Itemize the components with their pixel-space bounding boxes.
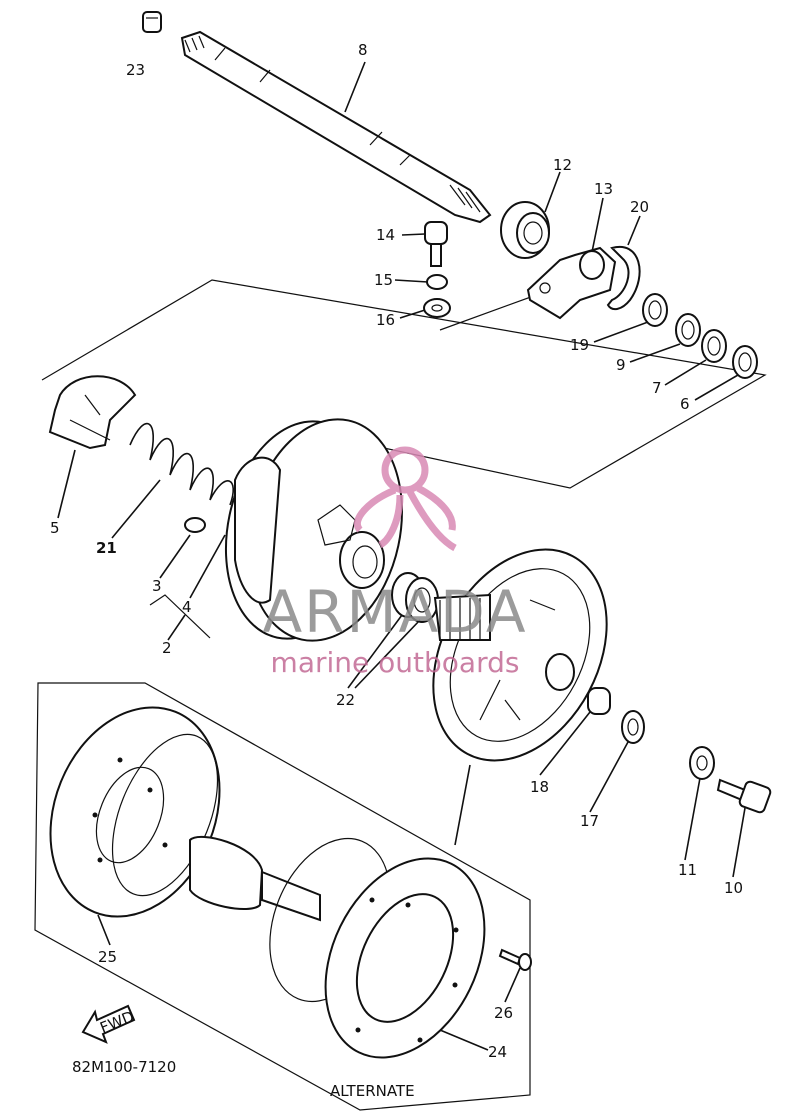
- lockwasher-part-15: [426, 274, 448, 290]
- circlip-part-20: [606, 245, 641, 311]
- washer-part-22: [391, 572, 439, 623]
- label-4: 4: [182, 598, 192, 616]
- label-14: 14: [376, 226, 395, 244]
- bolt-part-26: [498, 948, 532, 971]
- washer-part-9: [675, 313, 701, 347]
- label-10: 10: [724, 879, 743, 897]
- label-6: 6: [680, 395, 690, 413]
- spring-part-21: [129, 422, 235, 506]
- cap-part-23: [142, 11, 162, 33]
- watermark-tagline: marine outboards: [271, 646, 520, 679]
- drawing-code: 82M100-7120: [72, 1058, 176, 1076]
- sheave-part-2: [224, 418, 403, 642]
- label-22: 22: [336, 691, 355, 709]
- label-15: 15: [374, 271, 393, 289]
- label-21: 21: [96, 539, 117, 557]
- label-3: 3: [152, 577, 162, 595]
- label-8: 8: [358, 41, 368, 59]
- key-part-3: [184, 517, 206, 533]
- fwd-label: FWD: [97, 1007, 136, 1037]
- label-9: 9: [616, 356, 626, 374]
- label-5: 5: [50, 519, 60, 537]
- label-23: 23: [126, 61, 145, 79]
- washer-part-7: [701, 329, 727, 363]
- watermark-brand: ARMADA: [262, 578, 527, 646]
- bolt-part-14: [424, 221, 448, 267]
- alternate-group-outline: [34, 682, 531, 1111]
- label-2: 2: [162, 639, 172, 657]
- holder-part-13: [526, 246, 617, 320]
- label-13: 13: [594, 180, 613, 198]
- part-labels: 23 8 12 13 20 14 15 16 19 9 7 6 5 21 3 4…: [50, 41, 743, 1061]
- washer-part-6: [732, 345, 758, 379]
- alternate-hub: [189, 835, 391, 1003]
- label-26: 26: [494, 1004, 513, 1022]
- label-25: 25: [98, 948, 117, 966]
- washer-part-16: [423, 298, 451, 318]
- label-12: 12: [553, 156, 572, 174]
- label-18: 18: [530, 778, 549, 796]
- shaft-part-8: [180, 30, 492, 224]
- spacer-part-17: [587, 687, 645, 744]
- bolt-part-10: [716, 778, 772, 814]
- octopus-logo-icon: [354, 446, 457, 552]
- label-16: 16: [376, 311, 395, 329]
- label-19: 19: [570, 336, 589, 354]
- bearing-part-12: [500, 201, 550, 259]
- spider-part-18: [432, 548, 608, 762]
- washer-part-11: [689, 746, 715, 780]
- label-7: 7: [652, 379, 662, 397]
- upper-group-outline: [41, 279, 767, 489]
- washer-part-19: [642, 293, 668, 327]
- alternate-label: ALTERNATE: [330, 1082, 415, 1100]
- label-11: 11: [678, 861, 697, 879]
- armada-watermark: ARMADA marine outboards: [262, 446, 527, 679]
- disc-part-24: [324, 857, 486, 1059]
- cam-part-5: [48, 375, 137, 450]
- label-24: 24: [488, 1043, 507, 1061]
- lower-left-bracket: [149, 594, 211, 639]
- fwd-arrow-icon: FWD: [81, 1004, 137, 1044]
- label-20: 20: [630, 198, 649, 216]
- leader-lines: [57, 61, 746, 1051]
- label-17: 17: [580, 812, 599, 830]
